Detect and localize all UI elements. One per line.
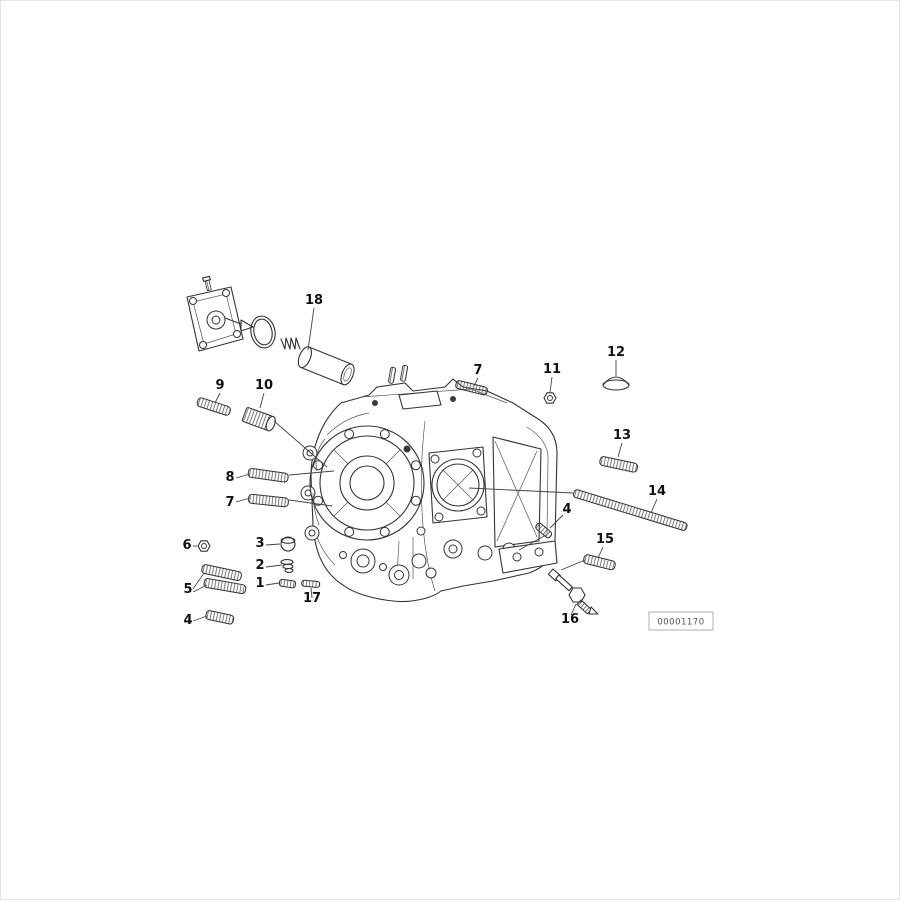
part-5-stud-b [203,578,247,595]
callout-14[interactable]: 14 [648,484,666,499]
part-11-nut [543,392,557,404]
part-13-stud [599,456,639,473]
callout-11[interactable]: 11 [543,362,561,377]
callout-1[interactable]: 1 [255,576,264,591]
callout-4-right[interactable]: 4 [562,502,571,517]
callout-15[interactable]: 15 [596,532,614,547]
part-7-stud-top [455,380,488,396]
callout-10[interactable]: 10 [255,378,273,393]
part-12-plug [602,376,630,391]
part-16-sensor [547,568,599,615]
callout-2[interactable]: 2 [255,558,264,573]
callout-8[interactable]: 8 [225,470,234,485]
doc-number: 00001170 [657,618,704,628]
part-17-stud [301,579,321,588]
part-5-stud-a [201,564,242,581]
part-1-screw [278,578,297,589]
part-6-nut [197,540,211,552]
callouts: 18 9 10 7 11 12 13 14 4 15 16 8 7 6 3 2 … [182,293,666,628]
part-15-stud [583,554,616,571]
part-3-plug [280,536,296,552]
part-18-spring [280,337,301,350]
callout-12[interactable]: 12 [607,345,625,360]
callout-17[interactable]: 17 [303,591,321,606]
callout-7-left[interactable]: 7 [225,495,234,510]
part-8-stud [247,467,289,483]
leader-lines [192,307,658,622]
callout-18[interactable]: 18 [305,293,323,308]
callout-7-top[interactable]: 7 [473,363,482,378]
callout-6[interactable]: 6 [182,538,191,553]
callout-5[interactable]: 5 [183,582,192,597]
doc-number-box: 00001170 [648,611,714,631]
callout-3[interactable]: 3 [255,536,264,551]
engine-block [300,364,558,603]
callout-9[interactable]: 9 [215,378,224,393]
part-4-screw-left [205,610,235,625]
part-18-cover-assembly [186,275,355,386]
part-18-sleeve [297,346,355,386]
part-9-stud [196,397,231,416]
part-4-stud-right [535,522,553,539]
callout-16[interactable]: 16 [561,612,579,627]
callout-4-left[interactable]: 4 [183,613,192,628]
part-10-bushing [241,407,276,432]
part-14-threaded-rod [572,489,688,531]
callout-13[interactable]: 13 [613,428,631,443]
part-2-spring [280,559,294,574]
part-7-stud-left [247,493,289,508]
